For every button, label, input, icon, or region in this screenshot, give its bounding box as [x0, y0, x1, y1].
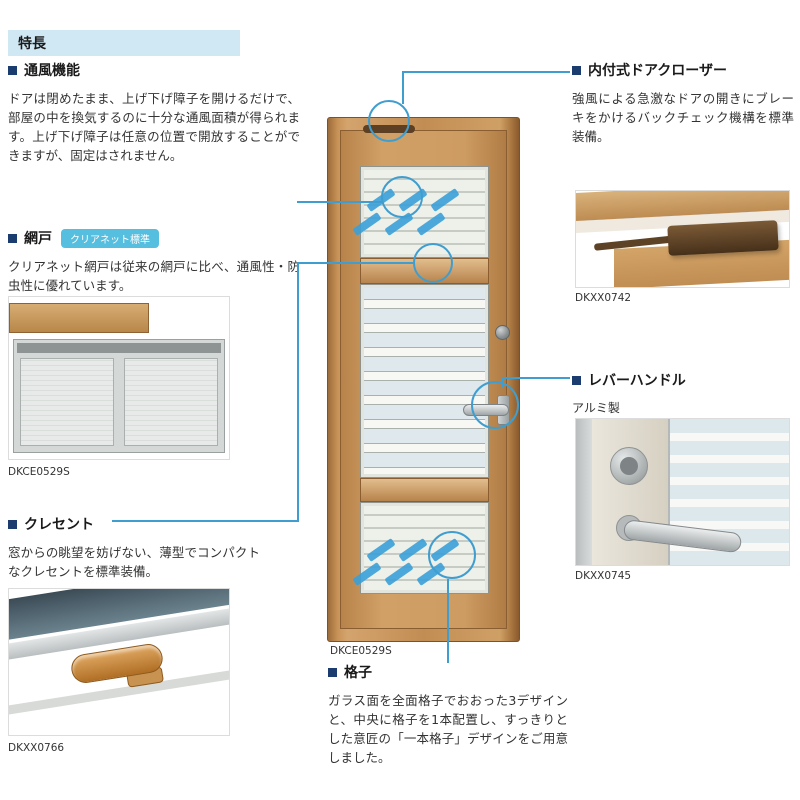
section-screen: 網戸 クリアネット標準 クリアネット網戸は従来の網戸に比べ、通風性・防虫性に優れ…: [8, 228, 300, 295]
screen-image-caption: DKCE0529S: [8, 466, 70, 478]
section-screen-title: 網戸 クリアネット標準: [8, 228, 300, 248]
callout-circle-ventilation: [381, 176, 423, 218]
callout-line-crescent: [112, 520, 299, 522]
section-lattice-title: 格子: [328, 662, 568, 682]
section-lattice: 格子 ガラス面を全面格子でおおった3デザインと、中央に格子を1本配置し、すっきり…: [328, 662, 568, 767]
door-closer-caption: DKXX0742: [575, 292, 632, 304]
section-door-closer-title-text: 内付式ドアクローザー: [588, 63, 728, 79]
callout-line-door-closer-vertical: [402, 71, 404, 104]
wood-beam: [9, 303, 149, 333]
lower-sash-rail: [360, 478, 489, 502]
thumbturn-cylinder: [610, 447, 648, 485]
section-ventilation-body: ドアは閉めたまま、上げ下げ障子を開けるだけで、部屋の中を換気するのに十分な通風面…: [8, 91, 300, 163]
lever-handle-caption: DKXX0745: [575, 570, 632, 582]
callout-line-lever: [502, 377, 570, 379]
callout-circle-door-closer: [368, 100, 410, 142]
section-lattice-title-text: 格子: [344, 665, 372, 681]
callout-circle-lattice: [428, 531, 476, 579]
callout-line-door-closer: [403, 71, 570, 73]
section-crescent-body: 窓からの眺望を妨げない、薄型でコンパクトなクレセントを標準装備。: [8, 545, 260, 579]
section-lever-handle-title: レバーハンドル: [572, 370, 792, 390]
crescent-image-caption: DKXX0766: [8, 742, 65, 754]
crescent-image: [8, 588, 230, 736]
key-cylinder: [495, 325, 510, 340]
section-bullet-icon: [8, 233, 17, 243]
section-lever-handle: レバーハンドル アルミ製: [572, 370, 792, 416]
section-screen-title-text: 網戸: [24, 231, 52, 247]
section-bullet-icon: [572, 375, 581, 385]
window-head-channel: [17, 343, 221, 353]
callout-circle-screen: [413, 243, 453, 283]
window-frame: [13, 339, 225, 453]
closer-body: [667, 220, 779, 256]
section-bullet-icon: [8, 519, 17, 529]
section-lattice-body: ガラス面を全面格子でおおった3デザインと、中央に格子を1本配置し、すっきりとした…: [328, 693, 568, 765]
section-lever-handle-title-text: レバーハンドル: [588, 373, 686, 389]
callout-line-lattice: [447, 579, 449, 663]
section-ventilation: 通風機能 ドアは閉めたまま、上げ下げ障子を開けるだけで、部屋の中を換気するのに十…: [8, 60, 300, 165]
section-door-closer-title: 内付式ドアクローザー: [572, 60, 794, 80]
thumbturn-knob: [620, 457, 638, 475]
screen-door-image: [8, 296, 230, 460]
section-crescent-title-text: クレセント: [24, 517, 94, 533]
section-door-closer: 内付式ドアクローザー 強風による急激なドアの開きにブレーキをかけるバックチェック…: [572, 60, 794, 146]
section-ventilation-title-text: 通風機能: [24, 63, 80, 79]
door-closer-image: [575, 190, 790, 288]
standard-badge: クリアネット標準: [61, 228, 159, 248]
screen-mesh-left: [20, 358, 114, 446]
callout-line-crescent-vertical: [297, 262, 299, 522]
section-door-closer-body: 強風による急激なドアの開きにブレーキをかけるバックチェック機構を標準装備。: [572, 91, 794, 144]
callout-line-ventilation: [297, 201, 383, 203]
door-caption: DKCE0529S: [330, 645, 392, 657]
lever-handle-image: [575, 418, 790, 566]
middle-lattice-glass: [360, 284, 489, 478]
door-stile: [592, 419, 668, 565]
callout-circle-lever: [471, 381, 519, 429]
frame-edge: [576, 419, 592, 565]
callout-line-screen: [297, 262, 414, 264]
section-bullet-icon: [8, 65, 17, 75]
section-bullet-icon: [572, 65, 581, 75]
section-screen-body: クリアネット網戸は従来の網戸に比べ、通風性・防虫性に優れています。: [8, 259, 300, 293]
page-header: 特長: [8, 30, 240, 56]
page-title: 特長: [18, 36, 46, 52]
lever-handle-material: アルミ製: [572, 401, 620, 415]
screen-mesh-right: [124, 358, 218, 446]
section-bullet-icon: [328, 667, 337, 677]
section-crescent: クレセント 窓からの眺望を妨げない、薄型でコンパクトなクレセントを標準装備。: [8, 514, 260, 581]
section-ventilation-title: 通風機能: [8, 60, 300, 80]
section-crescent-title: クレセント: [8, 514, 260, 534]
upper-louver-glass: [360, 166, 489, 258]
door-illustration: [327, 117, 520, 642]
